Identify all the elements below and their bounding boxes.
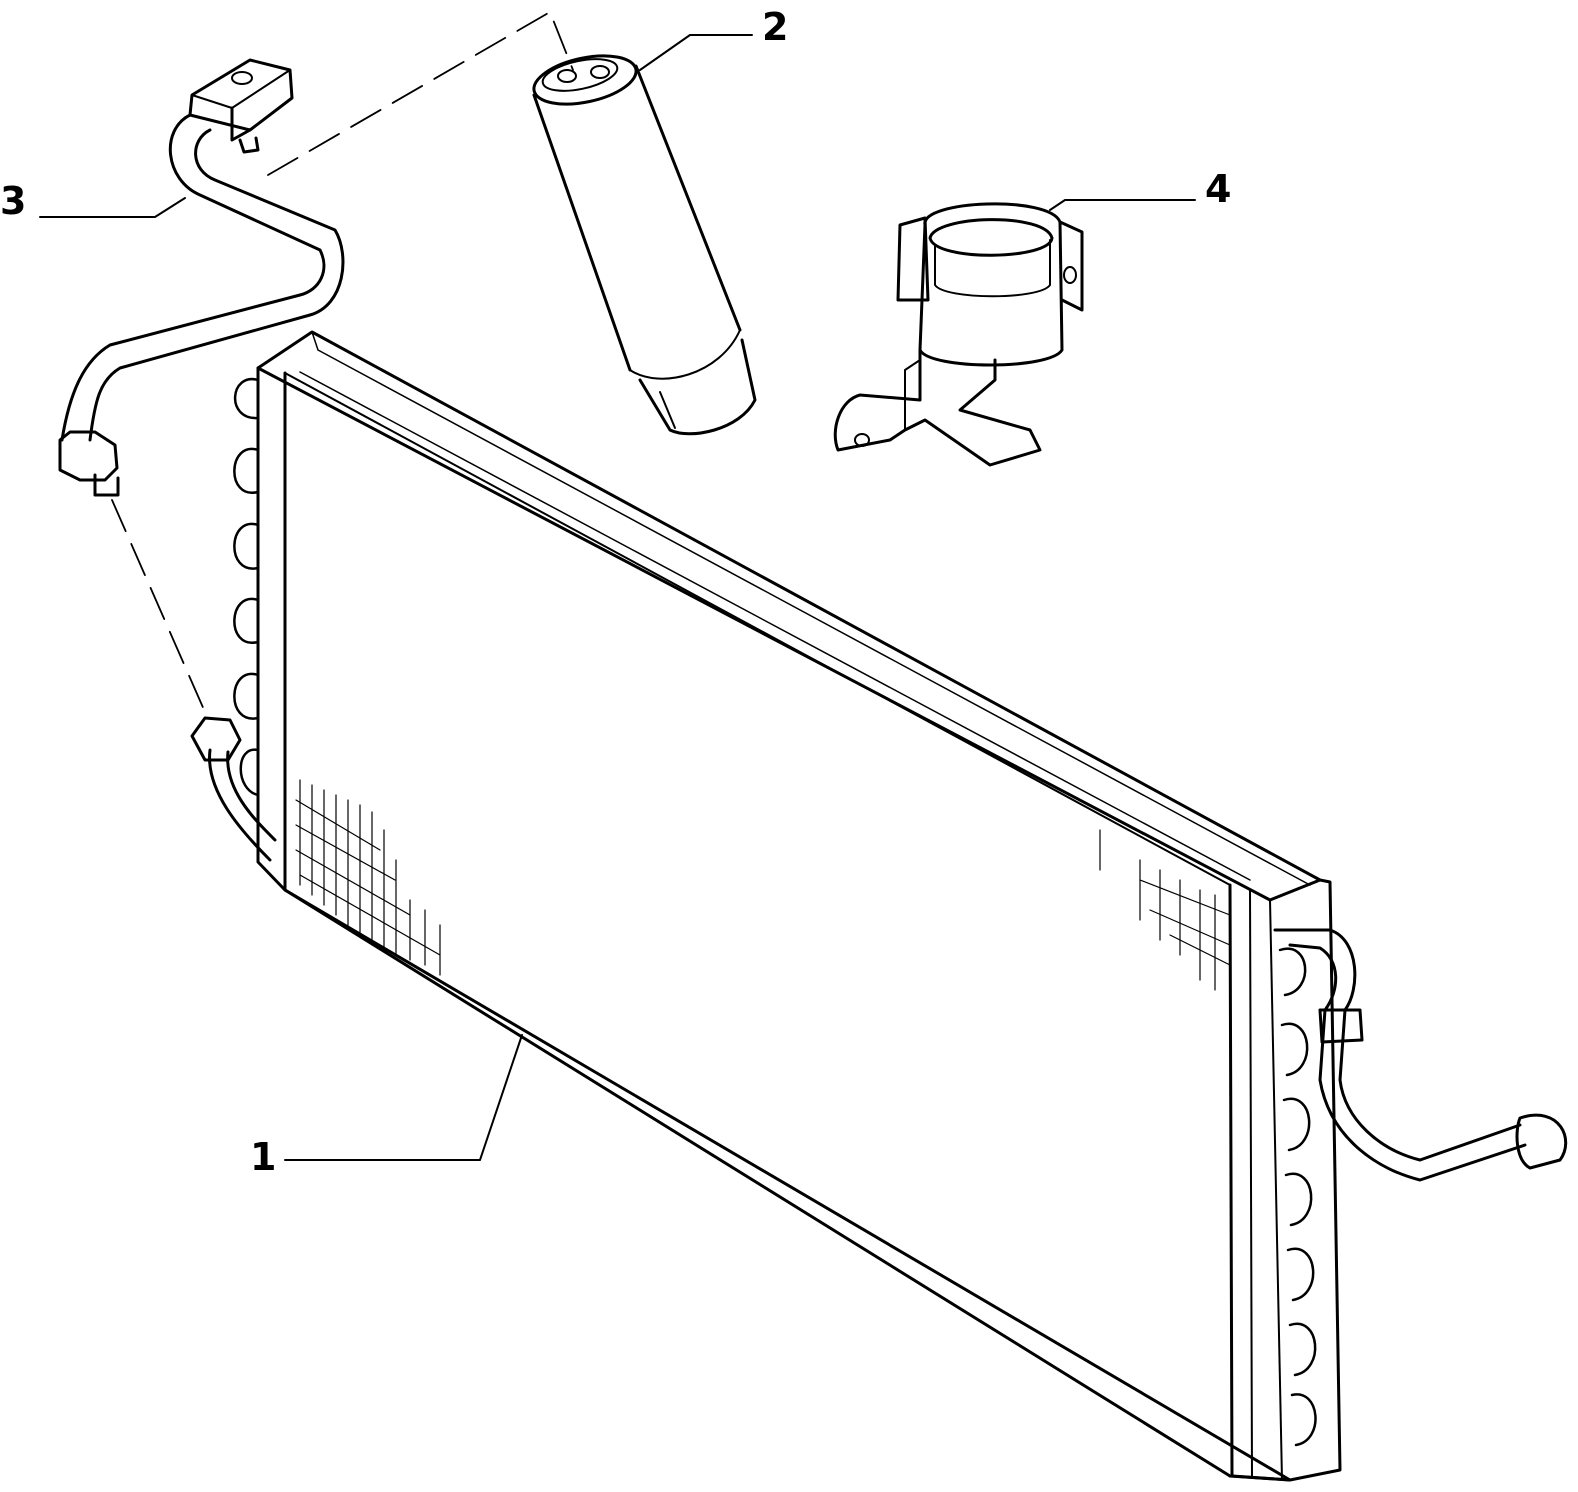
callout-label-3: 3	[0, 179, 27, 223]
assembly-lines	[111, 11, 574, 713]
callout-label-2: 2	[762, 5, 789, 49]
callout-label-1: 1	[250, 1135, 277, 1179]
condenser	[190, 330, 1568, 1482]
mounting-bracket	[833, 202, 1084, 467]
refrigerant-pipe	[58, 58, 345, 497]
leader-lines	[39, 34, 1196, 1161]
callout-label-4: 4	[1205, 167, 1232, 211]
receiver-drier	[532, 54, 757, 436]
